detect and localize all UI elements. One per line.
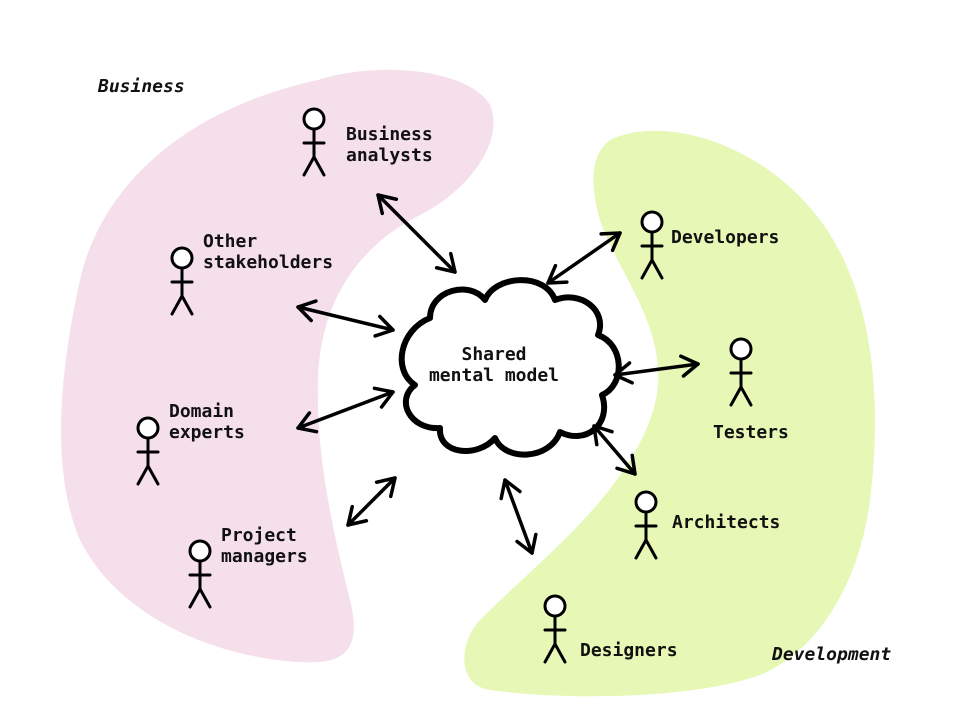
stick-figure-icon-domain-experts bbox=[136, 416, 160, 486]
development-region-label: Development bbox=[771, 644, 891, 665]
role-business-analysts-line-1: Business bbox=[346, 124, 433, 145]
role-architects: Architects bbox=[672, 512, 780, 533]
double-arrow-icon-project-managers bbox=[346, 476, 397, 527]
role-domain-experts-line-2: experts bbox=[169, 422, 245, 443]
role-developers: Developers bbox=[671, 227, 779, 248]
role-other-stakeholders-line-1: Other bbox=[203, 231, 257, 252]
stick-figure-icon-designers bbox=[543, 594, 567, 664]
role-testers: Testers bbox=[713, 422, 789, 443]
role-designers: Designers bbox=[580, 640, 678, 661]
shared-model-line-2: mental model bbox=[429, 365, 559, 386]
business-region-label: Business bbox=[97, 76, 185, 97]
role-other-stakeholders-line-2: stakeholders bbox=[203, 252, 333, 273]
stick-figure-icon-architects bbox=[634, 490, 658, 560]
role-business-analysts-line-2: analysts bbox=[346, 145, 433, 166]
stick-figure-icon-project-managers bbox=[188, 539, 212, 609]
double-arrow-icon-testers bbox=[613, 354, 700, 385]
double-arrow-icon-developers bbox=[546, 231, 622, 285]
double-arrow-icon-designers bbox=[499, 478, 538, 555]
role-project-managers-line-2: managers bbox=[221, 546, 308, 567]
stick-figure-icon-testers bbox=[729, 337, 753, 407]
stick-figure-icon-developers bbox=[640, 210, 664, 280]
cloud-icon bbox=[398, 277, 622, 458]
double-arrow-icon-business-analysts bbox=[376, 193, 457, 274]
stick-figure-icon-other-stakeholders bbox=[170, 246, 194, 316]
stick-figure-icon-business-analysts bbox=[302, 107, 326, 177]
role-project-managers-line-1: Project bbox=[221, 525, 297, 546]
development-region bbox=[464, 130, 875, 697]
double-arrow-icon-domain-experts bbox=[296, 386, 395, 434]
business-region bbox=[61, 69, 494, 663]
shared-model-line-1: Shared bbox=[461, 344, 526, 365]
role-domain-experts-line-1: Domain bbox=[169, 401, 234, 422]
double-arrow-icon-other-stakeholders bbox=[296, 299, 395, 338]
double-arrow-icon-architects bbox=[592, 424, 637, 476]
